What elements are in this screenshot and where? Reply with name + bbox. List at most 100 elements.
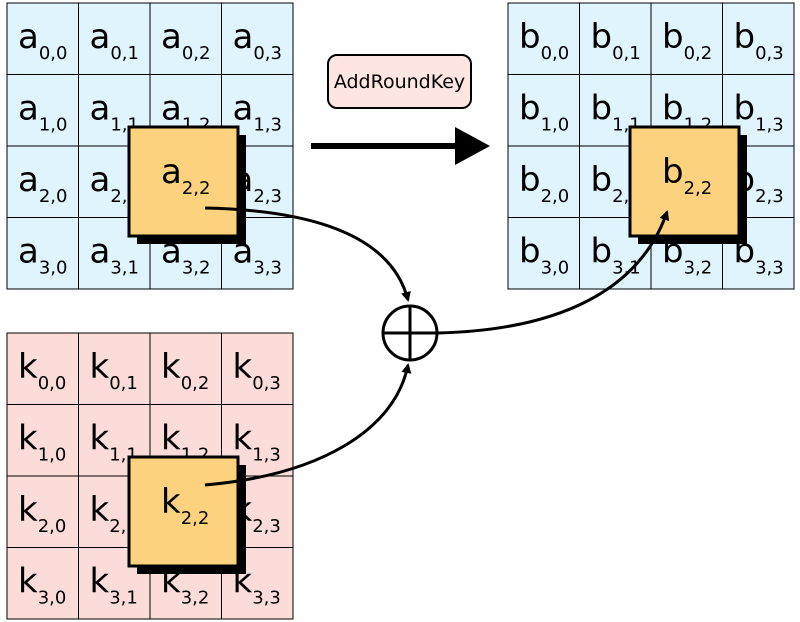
input-highlight-label-index: 2,2 — [182, 178, 211, 199]
output-cell-label-index: 2,3 — [755, 186, 784, 207]
input-cell-label-index: 0,0 — [39, 43, 68, 64]
key-cell-label: k0,0 — [18, 347, 66, 394]
output-cell-label-index: 3,2 — [684, 258, 713, 279]
output-cell-label-letter: b — [734, 89, 756, 129]
input-cell-label: a2,0 — [18, 160, 67, 207]
output-highlight-label-index: 2,2 — [684, 178, 713, 199]
output-cell-label-index: 3,3 — [755, 258, 784, 279]
output-cell — [579, 2, 652, 75]
key-cell — [6, 332, 79, 405]
output-highlight-label: b2,2 — [662, 152, 712, 199]
key-cell-label-index: 2,0 — [38, 516, 67, 537]
output-cell-label-index: 1,3 — [755, 115, 784, 136]
key-cell-label: k0,1 — [90, 347, 138, 394]
key-to-xor-arrow — [204, 363, 412, 487]
output-cell-label-index: 0,2 — [684, 43, 713, 64]
output-cell-label-index: 0,1 — [612, 43, 641, 64]
output-cell — [650, 2, 723, 75]
key-cell-label-index: 3,1 — [109, 588, 138, 609]
output-cell-label: b0,3 — [734, 17, 784, 64]
key-cell — [149, 332, 222, 405]
key-cell — [78, 332, 151, 405]
output-cell-label-letter: b — [519, 160, 541, 200]
input-cell — [6, 74, 79, 147]
output-cell-label-letter: b — [519, 17, 541, 57]
input-cell-label-index: 1,0 — [39, 115, 68, 136]
key-cell-label-letter: k — [18, 347, 38, 387]
output-cell-label-letter: b — [734, 17, 756, 57]
key-cell — [221, 332, 294, 405]
key-cell-label-index: 0,1 — [109, 373, 138, 394]
input-cell-label-index: 0,3 — [253, 43, 282, 64]
input-cell-label-letter: a — [90, 89, 111, 129]
input-cell — [221, 2, 294, 75]
output-cell — [722, 2, 795, 75]
input-cell-label-letter: a — [90, 160, 111, 200]
key-cell-label-letter: k — [90, 419, 110, 459]
key-highlight-box — [127, 455, 240, 568]
key-cell-label: k0,3 — [233, 347, 281, 394]
input-cell-label: a0,3 — [233, 17, 282, 64]
key-cell-label-index: 0,2 — [181, 373, 210, 394]
input-cell-label-index: 0,1 — [110, 43, 139, 64]
operation-label-box: AddRoundKey — [327, 54, 472, 109]
input-cell-label-index: 3,0 — [39, 258, 68, 279]
key-cell-label-letter: k — [161, 347, 181, 387]
output-cell-label-letter: b — [591, 232, 613, 272]
input-cell-label-letter: a — [161, 89, 182, 129]
output-cell-label-index: 3,0 — [541, 258, 570, 279]
input-highlight-box — [127, 125, 240, 238]
input-to-xor-arrow — [204, 206, 411, 302]
output-cell-label-letter: b — [519, 232, 541, 272]
output-cell — [507, 217, 580, 290]
output-cell-label-index: 0,0 — [541, 43, 570, 64]
key-cell-label-index: 0,0 — [38, 373, 67, 394]
key-cell-label: k1,0 — [18, 419, 66, 466]
operation-label: AddRoundKey — [334, 71, 465, 93]
input-cell-label-letter: a — [90, 17, 111, 57]
key-cell-label: k1,3 — [233, 419, 281, 466]
output-cell-label: b1,0 — [519, 89, 569, 136]
output-cell-label: b3,1 — [591, 232, 641, 279]
input-cell-label-letter: a — [233, 17, 254, 57]
output-cell-label-index: 1,0 — [541, 115, 570, 136]
input-cell-label-index: 0,2 — [182, 43, 211, 64]
key-cell-label-index: 1,3 — [252, 445, 281, 466]
output-highlight-label-letter: b — [662, 152, 684, 192]
output-cell-label: b1,3 — [734, 89, 784, 136]
key-cell-label: k3,0 — [18, 562, 66, 609]
key-cell-label-letter: k — [18, 419, 38, 459]
input-cell-label-letter: a — [18, 232, 39, 272]
input-cell-label-index: 3,3 — [253, 258, 282, 279]
output-cell-label-letter: b — [662, 17, 684, 57]
key-cell-label: k3,1 — [90, 562, 138, 609]
output-cell-label: b0,1 — [591, 17, 641, 64]
xor-to-output-arrow — [437, 210, 670, 335]
transform-arrow-icon — [311, 127, 490, 165]
key-cell-label-index: 0,3 — [252, 373, 281, 394]
key-highlight-label-index: 2,2 — [181, 508, 210, 529]
input-cell-label: a0,1 — [90, 17, 139, 64]
input-cell — [6, 2, 79, 75]
key-cell — [6, 404, 79, 477]
key-cell-label-letter: k — [161, 419, 181, 459]
key-cell-label-letter: k — [18, 490, 38, 530]
input-cell-label-letter: a — [18, 160, 39, 200]
input-cell-label-letter: a — [18, 89, 39, 129]
output-cell-label: b0,2 — [662, 17, 712, 64]
input-cell-label-index: 2,3 — [253, 186, 282, 207]
key-cell-label: k2,0 — [18, 490, 66, 537]
output-cell-label: b0,0 — [519, 17, 569, 64]
xor-circle-icon — [381, 304, 439, 362]
key-cell-label-letter: k — [18, 562, 38, 602]
output-cell — [507, 2, 580, 75]
output-cell-label-letter: b — [591, 160, 613, 200]
input-cell-label-index: 2,0 — [39, 186, 68, 207]
output-cell-label-letter: b — [519, 89, 541, 129]
output-cell-label-letter: b — [591, 89, 613, 129]
key-highlight-label: k2,2 — [161, 482, 209, 529]
key-cell-label: k0,2 — [161, 347, 209, 394]
